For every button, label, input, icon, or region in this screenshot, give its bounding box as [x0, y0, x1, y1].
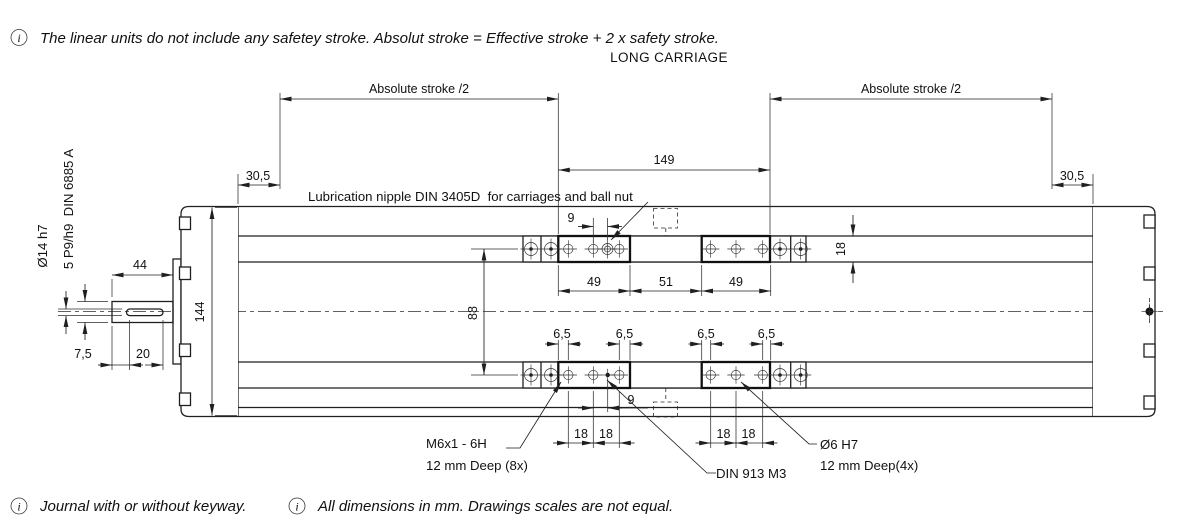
dimension-lines [63, 96, 1093, 446]
dim-absolute-stroke-left: Absolute stroke /2 [369, 82, 469, 96]
end-cap-outline [180, 205, 238, 418]
dim-51: 51 [659, 275, 673, 289]
dimension-texts: Absolute stroke /2 Absolute stroke /2 14… [74, 82, 1084, 441]
cap-notch [1143, 395, 1156, 410]
dim-18-pitch: 18 [742, 427, 756, 441]
top-note-text: The linear units do not include any safe… [40, 30, 719, 47]
info-icon-glyph: i [17, 31, 20, 45]
top-note: i The linear units do not include any sa… [10, 29, 719, 47]
dim-7-5: 7,5 [74, 347, 91, 361]
dowel-depth: 12 mm Deep(4x) [820, 458, 918, 473]
bottom-carriage [520, 360, 812, 390]
thread-depth: 12 mm Deep (8x) [426, 458, 528, 473]
dim-6-5: 6,5 [697, 327, 714, 341]
dim-30-5-right: 30,5 [1060, 169, 1084, 183]
shaft-diameter-label: Ø14 h7 [35, 224, 50, 267]
leader-lines [506, 201, 817, 474]
dim-144: 144 [193, 302, 207, 323]
cap-notch [178, 266, 192, 281]
journal-note-text: Journal with or without keyway. [39, 498, 246, 515]
dim-44: 44 [133, 258, 147, 272]
dim-18-height: 18 [834, 242, 848, 256]
dowel-leader [740, 381, 817, 445]
dim-6-5: 6,5 [616, 327, 633, 341]
set-screw-leader [606, 379, 716, 474]
top-carriage [520, 234, 812, 264]
dimensions-note-text: All dimensions in mm. Drawings scales ar… [317, 498, 673, 515]
info-icon-glyph: i [295, 500, 298, 514]
hidden-nipple-bottom [653, 401, 678, 418]
nipple-leader [610, 201, 649, 241]
dowel-spec: Ø6 H7 [820, 437, 858, 452]
dim-30-5-left: 30,5 [246, 169, 270, 183]
hidden-nipple-top [653, 208, 678, 229]
lubrication-callout: Lubrication nipple DIN 3405D for carriag… [308, 189, 633, 204]
left-end-cap [172, 205, 238, 418]
bottom-notes: i Journal with or without keyway. i All … [10, 497, 673, 515]
thread-spec: M6x1 - 6H [426, 436, 487, 451]
dim-49-left: 49 [587, 275, 601, 289]
dim-88: 88 [466, 306, 480, 320]
dim-18-pitch: 18 [717, 427, 731, 441]
dim-9-bottom: 9 [628, 393, 635, 407]
cap-notch [178, 392, 192, 407]
cap-notch [1143, 214, 1156, 229]
info-icon [288, 497, 306, 515]
dim-20: 20 [136, 347, 150, 361]
counterbored-holes [520, 364, 812, 386]
info-icon [10, 497, 28, 515]
thread-leader [506, 381, 562, 449]
dim-9-top: 9 [568, 211, 575, 225]
callout-texts: Lubrication nipple DIN 3405D for carriag… [35, 149, 918, 481]
info-icon [10, 29, 28, 46]
dim-18-pitch: 18 [574, 427, 588, 441]
dim-6-5: 6,5 [553, 327, 570, 341]
set-screw-spec: DIN 913 M3 [716, 466, 786, 481]
dim-absolute-stroke-right: Absolute stroke /2 [861, 82, 961, 96]
drive-shaft [111, 300, 174, 324]
extension-lines [58, 93, 1094, 448]
dim-6-5: 6,5 [758, 327, 775, 341]
shaft-journal [111, 300, 174, 324]
right-end-cap [1093, 205, 1158, 418]
dim-18-pitch: 18 [599, 427, 613, 441]
dim-149: 149 [654, 153, 675, 167]
info-icon-glyph: i [17, 500, 20, 514]
cap-notch [1143, 266, 1156, 281]
keyway-spec-label: 5 P9/h9 DIN 6885 A [61, 149, 76, 269]
dim-49-right: 49 [729, 275, 743, 289]
drawing-title: LONG CARRIAGE [610, 50, 728, 65]
counterbored-holes [520, 238, 812, 260]
cap-notch [178, 343, 192, 358]
cap-notch [1143, 343, 1156, 358]
keyway-slot [125, 308, 164, 317]
cap-notch [178, 216, 192, 231]
